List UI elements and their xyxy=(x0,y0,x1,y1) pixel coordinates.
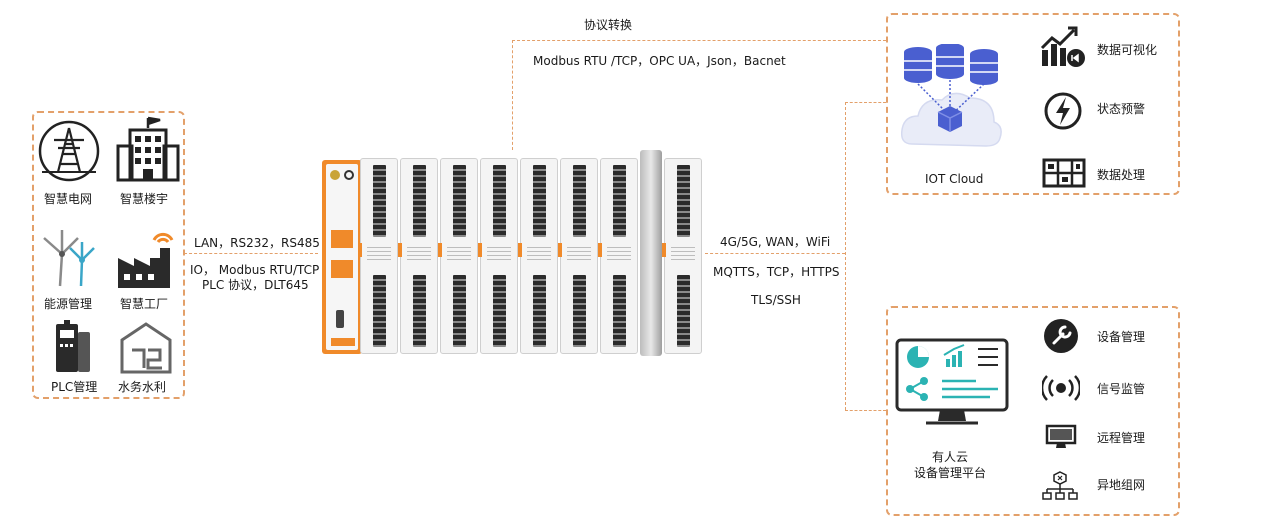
right-link-line2: MQTTS，TCP，HTTPS xyxy=(713,265,840,279)
data-grid-icon xyxy=(1042,158,1086,188)
protocol-connector-vertical xyxy=(512,40,513,150)
cloud-database-icon xyxy=(898,44,1004,158)
io-module-6 xyxy=(558,158,598,354)
platform-feature-signal: 信号监管 xyxy=(1097,382,1146,396)
wrench-icon xyxy=(1043,318,1079,354)
left-link-line2: IO， Modbus RTU/TCP xyxy=(190,263,320,277)
cloud-panel xyxy=(886,13,1180,195)
platform-feature-network: 异地组网 xyxy=(1097,478,1146,492)
app-label-grid: 智慧电网 xyxy=(44,192,93,206)
cloud-feature-visualization: 数据可视化 xyxy=(1097,43,1158,57)
platform-feature-device: 设备管理 xyxy=(1097,330,1146,344)
app-label-energy: 能源管理 xyxy=(44,297,93,311)
monitor-icon xyxy=(1045,424,1077,450)
building-icon xyxy=(116,116,180,182)
left-link-line3: PLC 协议，DLT645 xyxy=(202,278,309,292)
io-module-2 xyxy=(398,158,438,354)
end-cap xyxy=(640,150,662,356)
io-module-8 xyxy=(662,158,702,354)
signal-icon xyxy=(1042,375,1080,401)
cloud-label: IOT Cloud xyxy=(925,172,984,186)
io-module-5 xyxy=(518,158,558,354)
platform-branch xyxy=(845,410,886,411)
cloud-feature-processing: 数据处理 xyxy=(1097,168,1146,182)
io-module-3 xyxy=(438,158,478,354)
io-module-7 xyxy=(598,158,638,354)
lightning-icon xyxy=(1043,91,1083,131)
right-link-line3: TLS/SSH xyxy=(751,293,801,307)
platform-monitor-icon xyxy=(894,337,1010,427)
application-panel xyxy=(32,111,185,399)
app-label-water: 水务水利 xyxy=(118,380,167,394)
platform-label-line2: 设备管理平台 xyxy=(913,466,986,480)
cloud-branch xyxy=(845,102,886,103)
right-link-line1: 4G/5G, WAN，WiFi xyxy=(720,235,831,249)
right-trunk xyxy=(845,102,846,410)
wind-turbine-icon xyxy=(38,226,100,288)
water-icon xyxy=(118,320,174,374)
io-module-4 xyxy=(478,158,518,354)
app-label-building: 智慧楼宇 xyxy=(120,192,169,206)
platform-label-line1: 有人云 xyxy=(931,450,968,464)
app-label-factory: 智慧工厂 xyxy=(120,297,169,311)
cloud-feature-alert: 状态预警 xyxy=(1097,102,1146,116)
protocol-connector-horizontal xyxy=(512,40,886,41)
chart-icon xyxy=(1040,26,1086,68)
left-link-line1: LAN，RS232，RS485 xyxy=(194,236,320,250)
power-tower-icon xyxy=(36,120,102,182)
protocol-title: 协议转换 xyxy=(584,18,633,32)
platform-panel xyxy=(886,306,1180,516)
network-icon xyxy=(1042,470,1078,502)
protocol-list: Modbus RTU /TCP，OPC UA，Json，Bacnet xyxy=(533,54,786,68)
io-module-1 xyxy=(358,158,398,354)
right-connector xyxy=(705,253,845,254)
left-connector xyxy=(184,253,318,254)
gateway-device xyxy=(320,154,705,356)
factory-icon xyxy=(114,228,180,290)
app-label-plc: PLC管理 xyxy=(51,380,98,394)
plc-icon xyxy=(50,320,94,374)
gateway-head xyxy=(322,160,362,354)
platform-feature-remote: 远程管理 xyxy=(1097,431,1146,445)
